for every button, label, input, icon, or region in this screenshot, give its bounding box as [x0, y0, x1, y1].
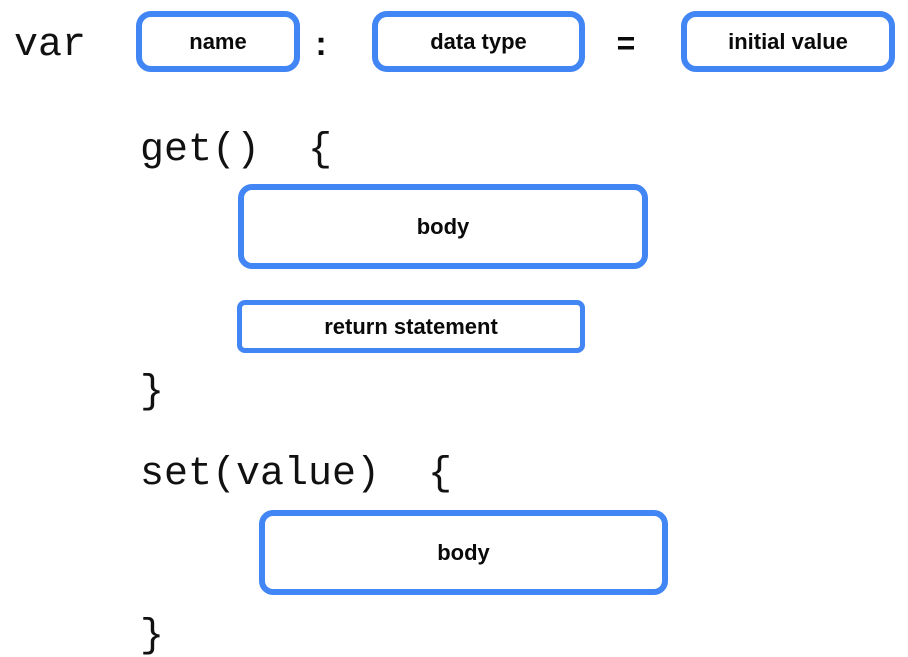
slot-return-statement[interactable]: return statement — [237, 300, 585, 353]
slot-get-body-label: body — [416, 213, 470, 239]
slot-get-body[interactable]: body — [238, 184, 648, 269]
keyword-set-open: set(value) { — [140, 452, 453, 497]
keyword-get-close-brace: } — [140, 370, 165, 415]
slot-set-body-label: body — [437, 539, 490, 565]
keyword-var: var — [14, 23, 87, 68]
punctuation-equals: = — [616, 25, 636, 61]
slot-return-statement-label: return statement — [324, 313, 498, 339]
slot-name-label: name — [189, 28, 247, 54]
slot-data-type-label: data type — [430, 28, 527, 54]
slot-data-type[interactable]: data type — [372, 11, 585, 72]
slot-initial-value-label: initial value — [728, 28, 848, 54]
slot-initial-value[interactable]: initial value — [681, 11, 895, 72]
slot-name[interactable]: name — [136, 11, 300, 72]
slot-set-body[interactable]: body — [259, 510, 668, 595]
keyword-get-open: get() { — [140, 128, 333, 173]
keyword-set-close-brace: } — [140, 614, 165, 657]
punctuation-colon: : — [315, 25, 327, 63]
